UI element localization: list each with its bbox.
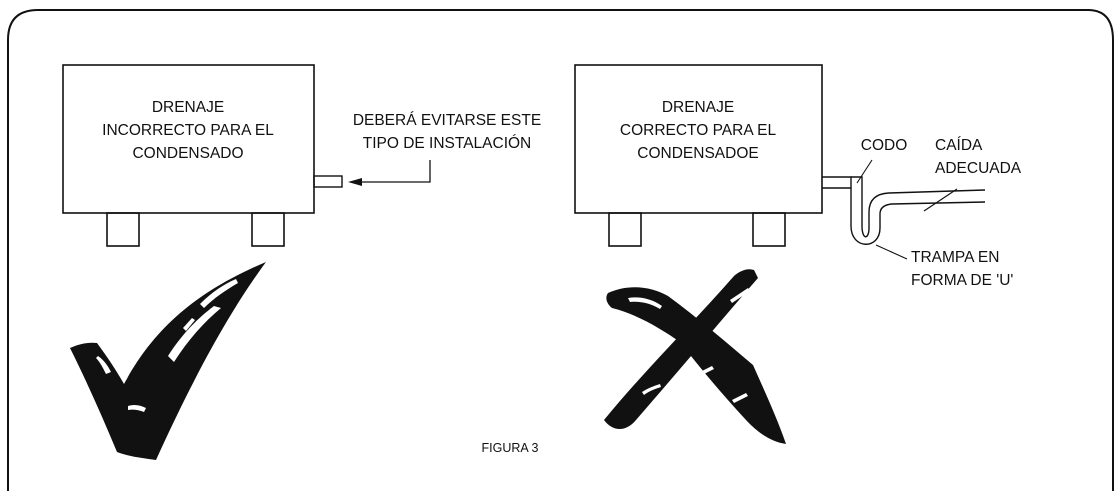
figure-frame	[7, 9, 1114, 491]
trap-leader-line	[875, 244, 908, 260]
check-mark-icon	[70, 262, 266, 460]
unit-foot-right	[752, 212, 786, 247]
warning-text-line-2: TIPO DE INSTALACIÓN	[363, 135, 532, 152]
box-text-line-2: INCORRECTO PARA EL	[102, 122, 274, 139]
warning-text-line-1: DEBERÁ EVITARSE ESTE	[353, 112, 541, 129]
slope-leader-line	[923, 188, 958, 212]
unit-foot-left	[106, 212, 140, 247]
drain-stub-pipe	[313, 175, 343, 188]
incorrect-drain-unit: DRENAJE INCORRECTO PARA EL CONDENSADO DE…	[62, 64, 541, 460]
cross-mark-icon	[604, 269, 786, 444]
unit-foot-left	[608, 212, 642, 247]
unit-body	[62, 64, 315, 214]
box-text-line-1: DRENAJE	[152, 99, 224, 116]
slope-label-line-2: ADECUADA	[935, 160, 1022, 177]
box-text-line-3: CONDENSADO	[132, 145, 243, 162]
box-text-line-3: CONDENSADOE	[637, 145, 758, 162]
drain-pipe-with-u-trap	[822, 176, 986, 245]
elbow-leader-line	[856, 159, 873, 184]
correct-drain-unit: DRENAJE CORRECTO PARA EL CONDENSADOE COD…	[574, 64, 1022, 444]
elbow-label: CODO	[861, 137, 908, 154]
warning-arrowhead	[348, 178, 362, 186]
trap-label-line-1: TRAMPA EN	[911, 249, 999, 266]
unit-body	[574, 64, 823, 214]
trap-label-line-2: FORMA DE 'U'	[911, 272, 1013, 289]
box-text-line-1: DRENAJE	[662, 99, 734, 116]
slope-label-line-1: CAÍDA	[935, 137, 983, 154]
warning-leader-line	[352, 160, 431, 183]
box-text-line-2: CORRECTO PARA EL	[620, 122, 777, 139]
figure-caption: FIGURA 3	[482, 441, 539, 455]
unit-foot-right	[251, 212, 285, 247]
